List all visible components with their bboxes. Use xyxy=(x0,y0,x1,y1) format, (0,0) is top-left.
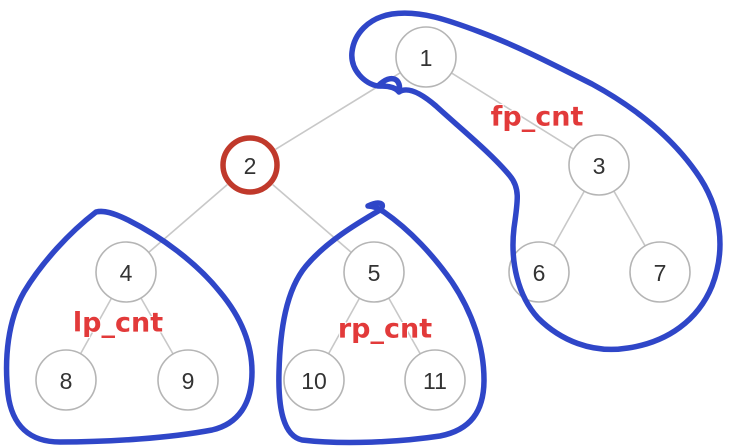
node-label-7: 7 xyxy=(654,260,667,286)
node-circle-7 xyxy=(629,241,691,303)
edge-5-11 xyxy=(388,297,421,355)
edge-5-10 xyxy=(327,297,361,355)
node-circle-2 xyxy=(220,135,280,195)
node-circle-4 xyxy=(95,241,157,303)
tree-node-6: 6 xyxy=(508,241,570,303)
tree-node-11: 11 xyxy=(404,349,466,411)
node-label-2: 2 xyxy=(244,153,257,179)
node-circle-6 xyxy=(508,241,570,303)
tree-node-10: 10 xyxy=(283,349,345,411)
node-circle-9 xyxy=(157,349,219,411)
rp-cnt-label: rp_cnt xyxy=(338,314,432,345)
node-circle-10 xyxy=(283,349,345,411)
edge-1-3 xyxy=(451,72,574,150)
edge-3-6 xyxy=(552,190,586,247)
lp-cnt-label: lp_cnt xyxy=(73,308,163,339)
edge-4-8 xyxy=(79,297,113,355)
node-label-4: 4 xyxy=(120,260,133,286)
tree-node-2: 2 xyxy=(220,135,280,195)
rp-group-outline xyxy=(276,200,487,446)
tree-node-7: 7 xyxy=(629,241,691,303)
edges-layer xyxy=(79,72,646,355)
fp-group-outline xyxy=(349,10,723,353)
tree-node-9: 9 xyxy=(157,349,219,411)
node-circle-5 xyxy=(343,241,405,303)
edge-4-9 xyxy=(140,297,174,355)
edge-2-5 xyxy=(272,183,352,254)
node-circle-1 xyxy=(395,26,457,88)
lp-group-outline xyxy=(3,208,255,445)
node-label-10: 10 xyxy=(301,368,327,394)
tree-node-1: 1 xyxy=(395,26,457,88)
node-label-11: 11 xyxy=(423,368,447,394)
tree-node-4: 4 xyxy=(95,241,157,303)
node-label-6: 6 xyxy=(533,260,546,286)
node-label-8: 8 xyxy=(60,368,73,394)
node-circle-8 xyxy=(35,349,97,411)
fp-cnt-label: fp_cnt xyxy=(491,102,584,133)
node-label-3: 3 xyxy=(593,153,606,179)
nodes-layer: 1 2 3 4 5 6 7 8 9 10 11 xyxy=(35,26,691,411)
node-circle-3 xyxy=(568,134,630,196)
node-label-9: 9 xyxy=(182,368,195,394)
edge-3-7 xyxy=(613,190,646,247)
tree-node-3: 3 xyxy=(568,134,630,196)
tree-node-8: 8 xyxy=(35,349,97,411)
node-label-1: 1 xyxy=(420,45,433,71)
tree-node-5: 5 xyxy=(343,241,405,303)
node-circle-11 xyxy=(404,349,466,411)
node-label-5: 5 xyxy=(368,260,381,286)
